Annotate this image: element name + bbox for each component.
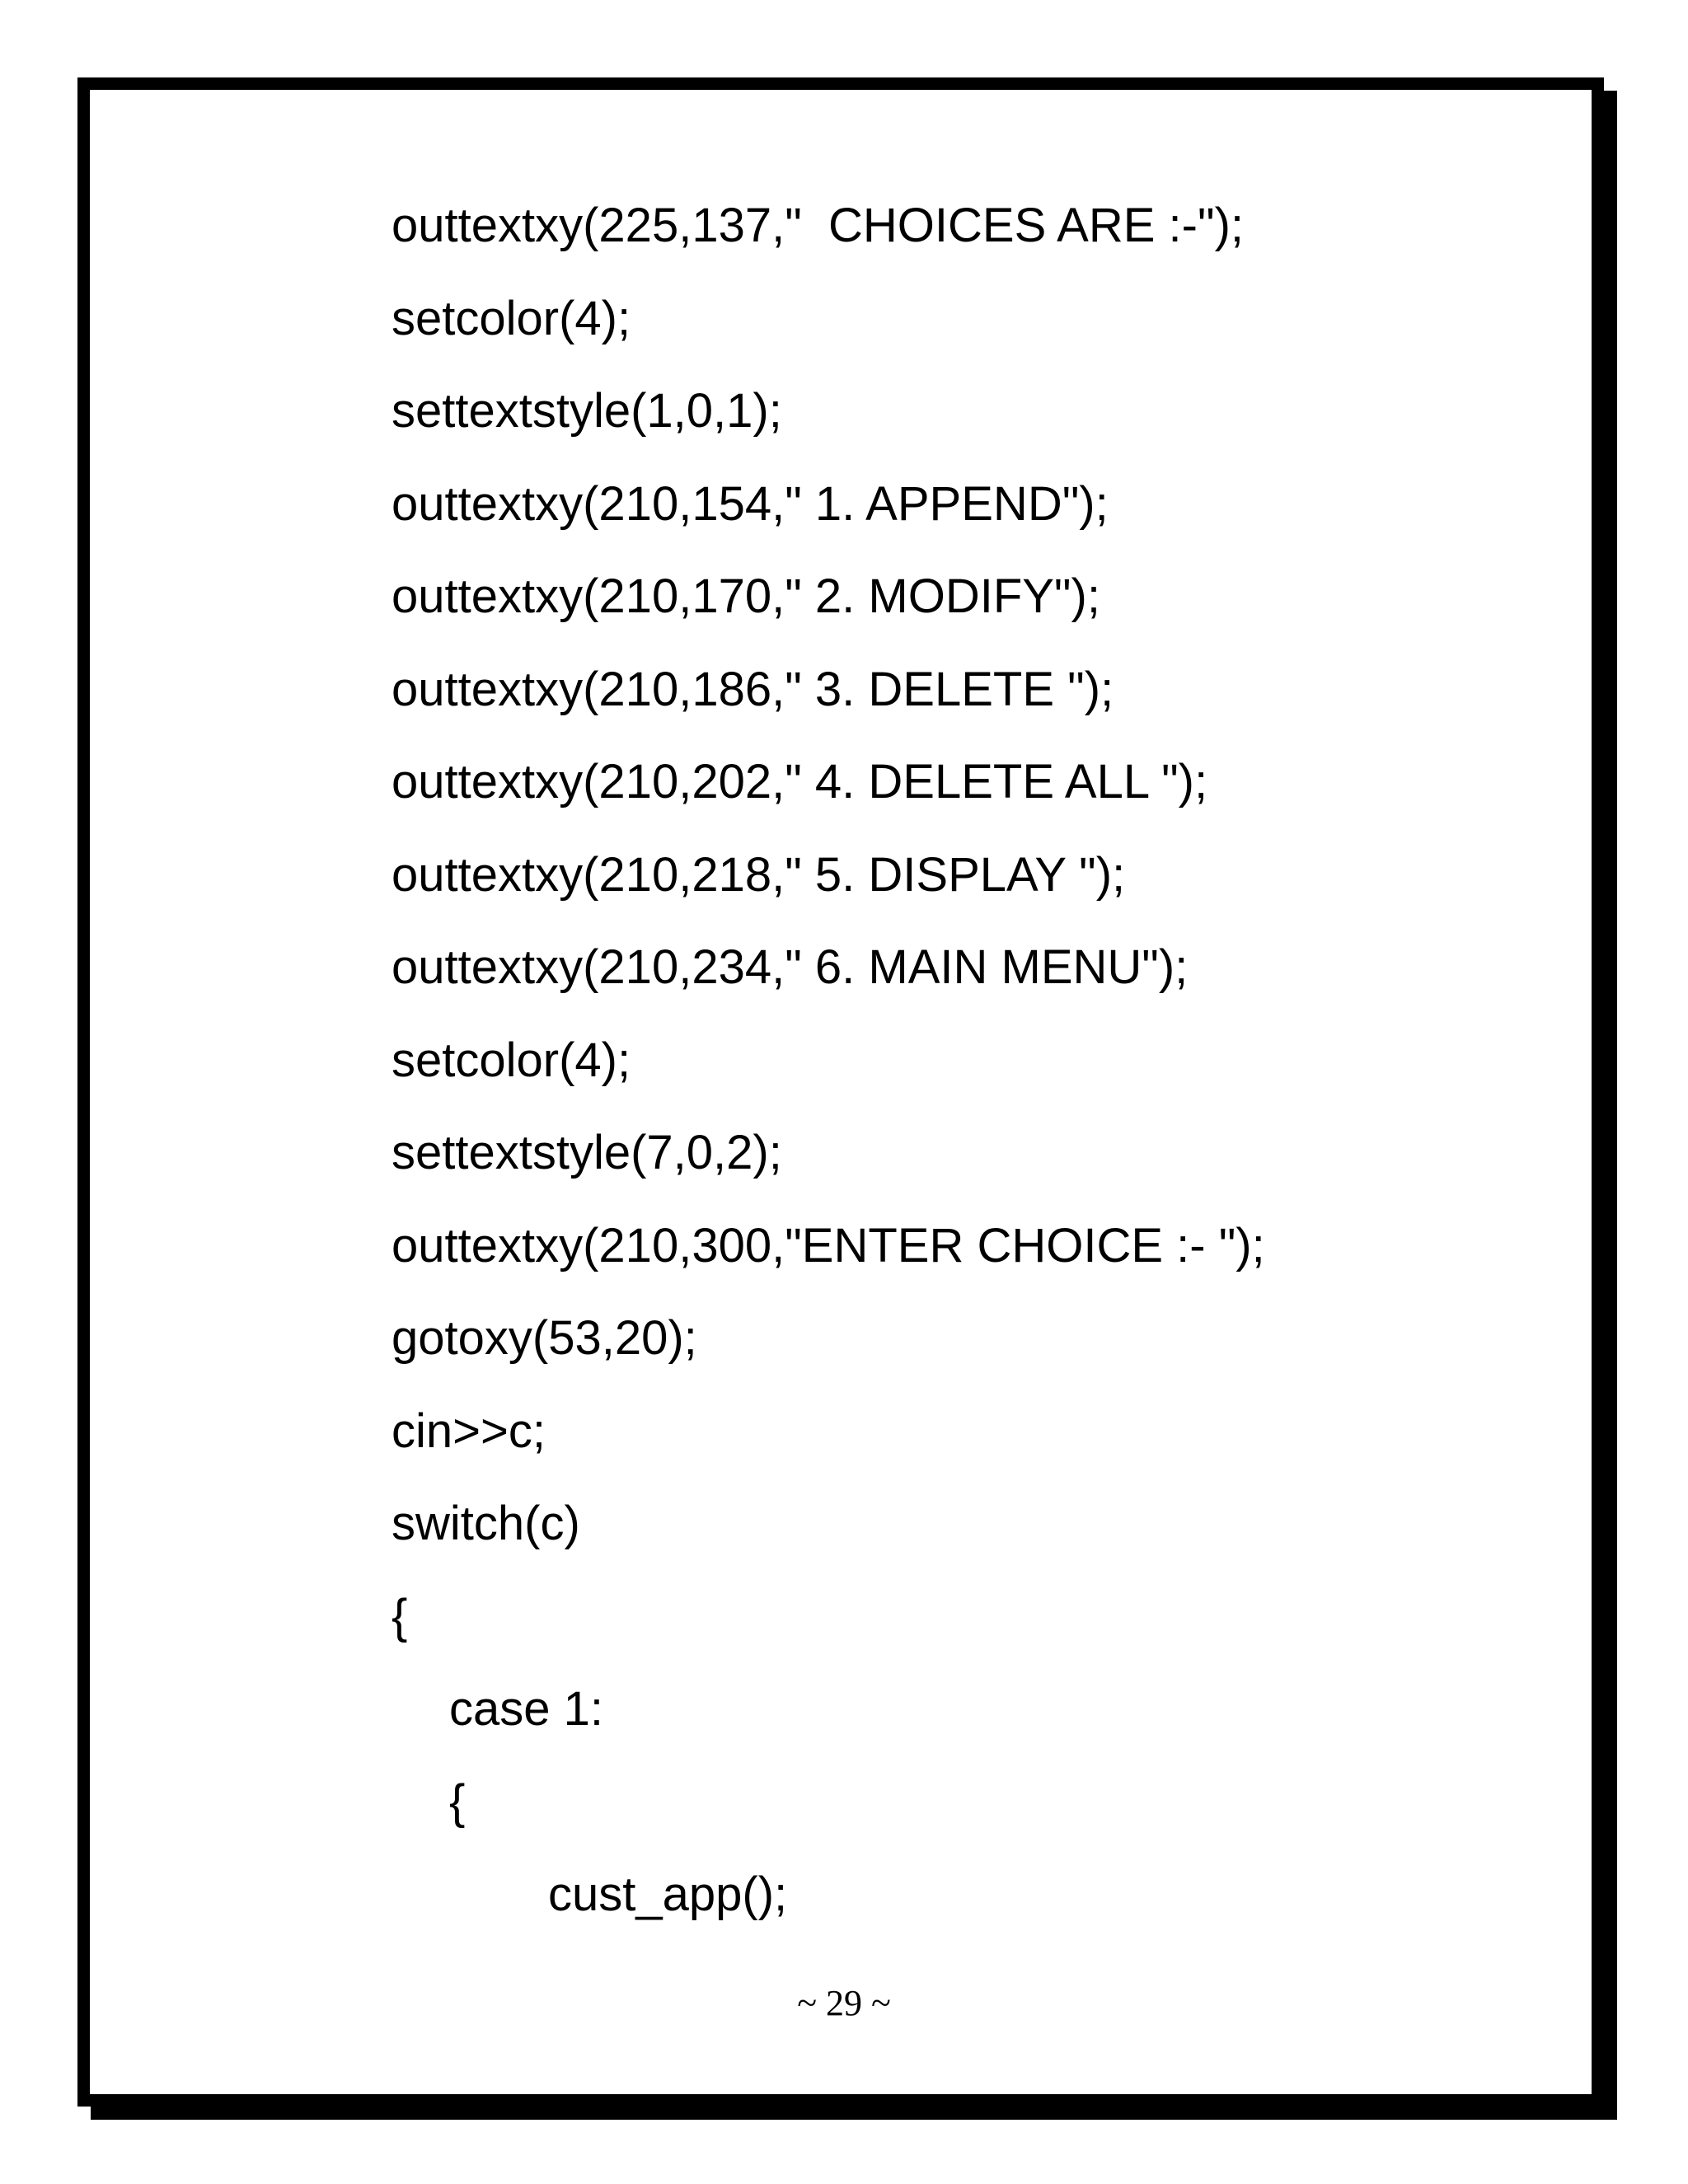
code-line: outtextxy(210,154," 1. APPEND"); [392,476,1109,531]
code-line: settextstyle(7,0,2); [392,1126,782,1179]
page-border [77,77,1604,2107]
code-line: setcolor(4); [392,291,631,345]
code-line: setcolor(4); [392,1033,631,1087]
code-line: gotoxy(53,20); [392,1311,697,1365]
code-line: { [392,1589,408,1643]
code-line: switch(c) [392,1497,580,1550]
code-line: outtextxy(210,170," 2. MODIFY"); [392,569,1100,623]
code-listing: outtextxy(225,137," CHOICES ARE :-"); se… [392,190,1265,1952]
code-line: settextstyle(1,0,1); [392,384,782,438]
code-line: case 1: [449,1682,603,1736]
page-number: ~ 29 ~ [797,1983,891,2023]
code-line: cust_app(); [548,1868,788,1921]
code-line: outtextxy(210,300,"ENTER CHOICE :- "); [392,1218,1265,1272]
code-line: outtextxy(210,202," 4. DELETE ALL "); [392,755,1208,808]
code-line: cin>>c; [392,1404,546,1458]
code-line: outtextxy(225,137," CHOICES ARE :-"); [392,199,1245,252]
code-line: outtextxy(210,186," 3. DELETE "); [392,662,1114,716]
code-line: outtextxy(210,234," 6. MAIN MENU"); [392,940,1189,994]
code-line: outtextxy(210,218," 5. DISPLAY "); [392,847,1126,902]
code-line: { [449,1774,466,1829]
